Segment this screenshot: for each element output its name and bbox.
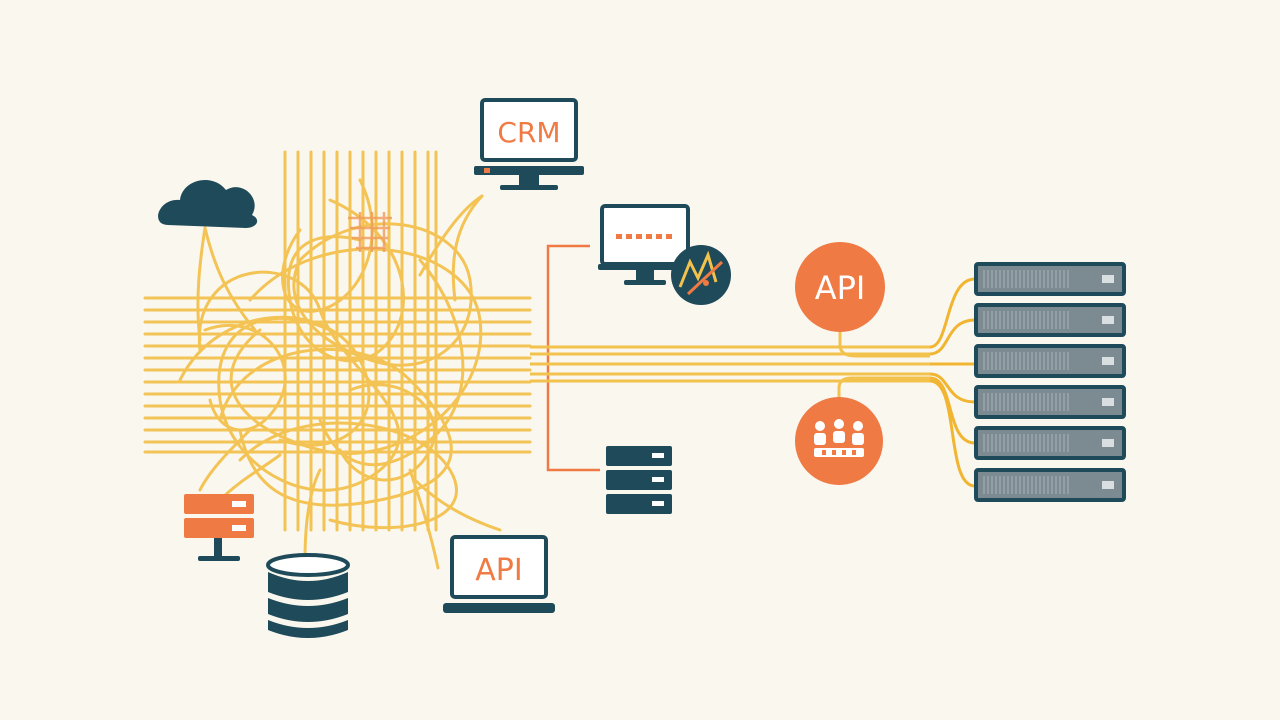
monitor-screen-dots [616,234,672,239]
cloud-icon [158,179,258,228]
rack-unit [974,262,1126,296]
laptop-icon [450,535,548,599]
laptop-base [443,603,555,613]
rack-unit [974,426,1126,460]
rack-unit [974,344,1126,378]
monitor-icon [480,98,578,162]
users-figures [814,419,864,457]
rack-unit [974,385,1126,419]
api-laptop-label: API [475,553,522,588]
monitor-stand [500,185,558,190]
rack-unit [974,303,1126,337]
monitor-stand [624,280,666,285]
server-icon [184,494,254,514]
api-circle-label: API [815,269,866,307]
tangled-connections [143,150,532,570]
api-laptop: API [443,535,555,613]
server-icon [606,446,672,514]
gauge-icon [671,245,731,305]
database-icon [266,553,350,638]
small-server [184,494,254,561]
api-circle-link [838,332,930,358]
tangle-highlight [348,212,392,252]
monitor-base [474,166,584,175]
team-circle [795,397,883,485]
bracket-connector [546,244,600,472]
crm-monitor: CRM [474,98,584,190]
monitor-base [598,264,692,270]
dashboard-monitor [598,204,692,285]
api-circle: API [795,242,885,332]
rack-connectors [929,277,976,488]
monitor-icon [600,204,690,266]
team-circle-link [837,376,930,397]
server-stand [198,556,240,561]
api-icon [795,242,885,332]
crm-monitor-label: CRM [497,116,560,149]
monitor-led [484,168,490,173]
main-connections [530,345,930,383]
monitor-neck [636,270,654,280]
monitor-neck [519,175,539,185]
rack-unit [974,468,1126,502]
server-pole [214,538,222,556]
server-rack-icon [974,262,1126,502]
